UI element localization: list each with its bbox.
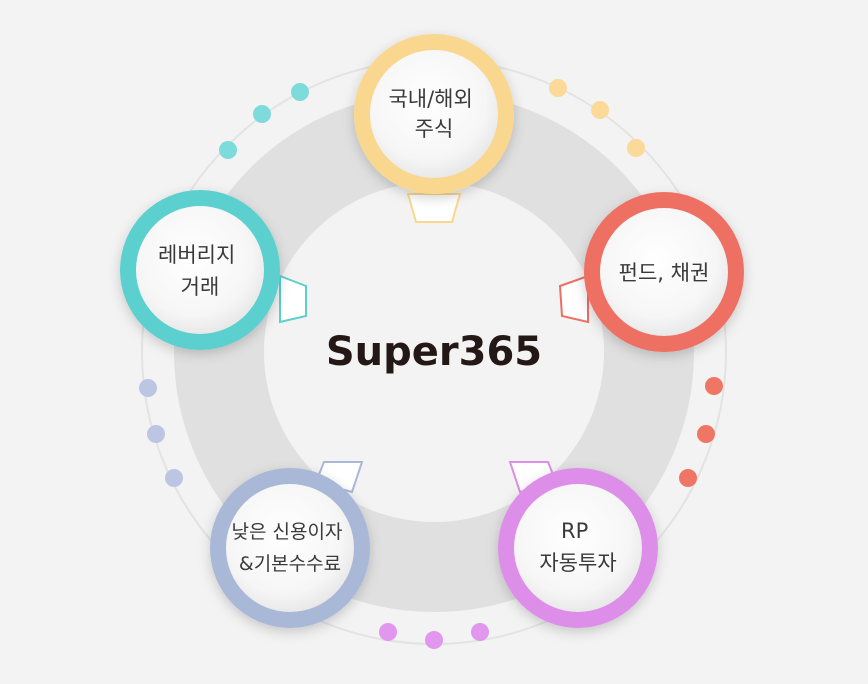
node-label-line: 레버리지 [158,243,235,267]
orbit-dot [679,469,697,487]
node-face [514,484,642,612]
node-label: RP 자동투자 [539,519,616,575]
orbit-dot [219,141,237,159]
orbit-dot [425,631,443,649]
node-face [370,50,498,178]
center-title: Super365 [326,329,542,375]
orbit-dot [165,469,183,487]
node-label: 펀드, 채권 [619,261,710,285]
node-label: 낮은 신용이자 &기본수수료 [232,521,349,575]
node-pointer [279,274,307,324]
orbit-dot [379,623,397,641]
node-face [600,208,728,336]
node-label-line: &기본수수료 [239,553,341,575]
node-label-line: 자동투자 [539,551,616,575]
node-domestic-foreign-stocks[interactable]: 국내/해외 주식 [354,34,514,223]
orbit-dot [549,79,567,97]
node-leverage-trading[interactable]: 레버리지 거래 [120,190,307,350]
orbit-dots [139,79,723,649]
node-face [226,484,354,612]
node-label-line: 펀드, 채권 [619,261,710,285]
node-label-line: 거래 [181,275,220,299]
node-label-line: 국내/해외 [388,87,472,111]
orbit-dot [291,83,309,101]
node-label-line: 낮은 신용이자 [232,521,343,543]
orbit-dot [471,623,489,641]
node-label-line: 주식 [415,117,454,141]
orbit-dot [697,425,715,443]
orbit-dot [627,139,645,157]
orbit-dot [591,101,609,119]
node-pointer [406,193,462,223]
node-funds-bonds[interactable]: 펀드, 채권 [558,192,744,352]
node-label: 국내/해외 주식 [388,87,479,141]
node-label-line: RP [561,519,588,543]
orbit-dot [147,425,165,443]
node-rp-auto-invest[interactable]: RP 자동투자 [498,461,658,628]
orbit-dot [705,377,723,395]
node-face [136,206,264,334]
node-label: 레버리지 거래 [158,243,242,299]
node-low-credit-interest-fees[interactable]: 낮은 신용이자 &기본수수료 [210,461,370,628]
orbit-dot [139,379,157,397]
node-pointer [558,274,589,324]
orbit-dot [253,105,271,123]
